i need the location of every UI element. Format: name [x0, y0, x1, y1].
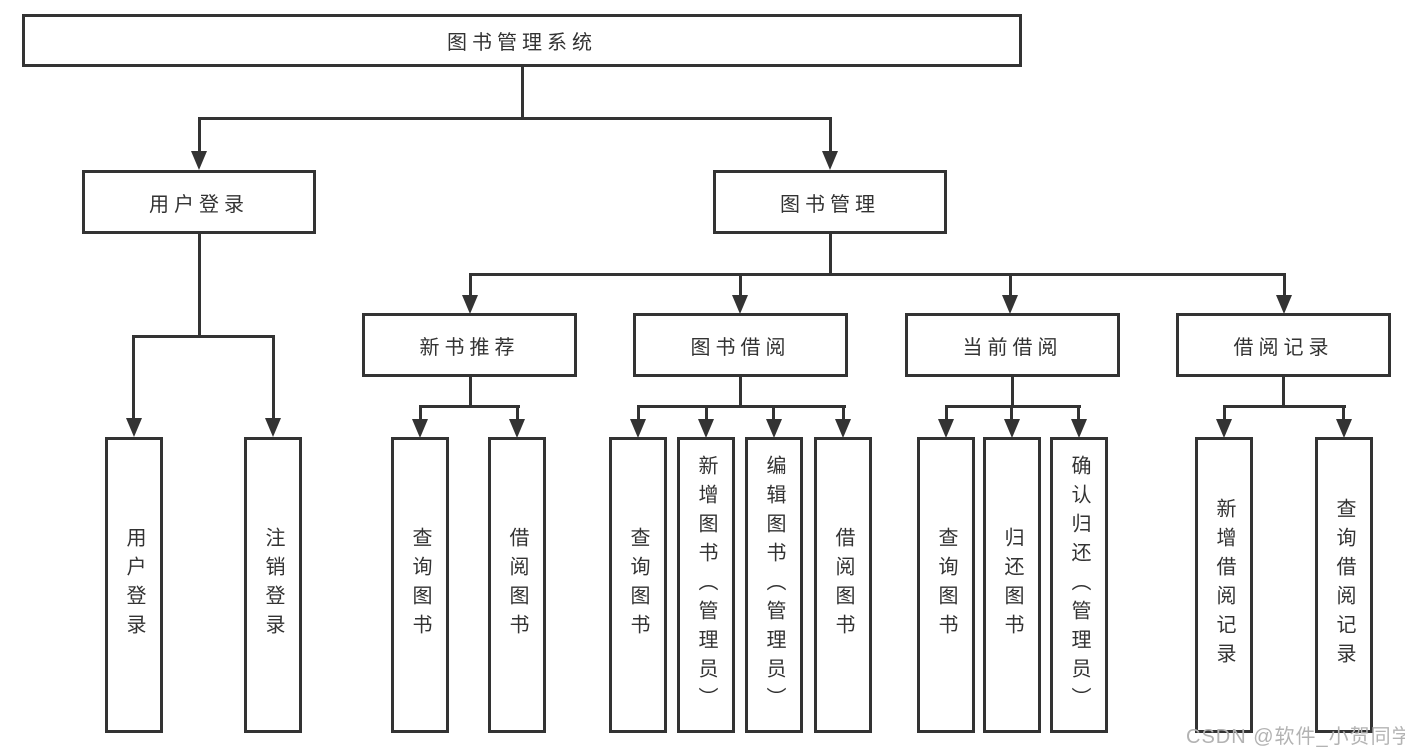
connector	[829, 117, 832, 153]
arrow-down-icon	[265, 418, 281, 437]
connector	[842, 405, 845, 421]
connector	[1077, 405, 1080, 421]
leaf-confirm-return-admin: 确认归还（管理员）	[1050, 437, 1108, 733]
connector	[1283, 273, 1286, 298]
connector	[829, 234, 832, 276]
arrow-down-icon	[732, 295, 748, 314]
connector	[419, 405, 520, 408]
connector	[739, 273, 742, 298]
leaf-add-books-admin: 新增图书（管理员）	[677, 437, 735, 733]
connector	[1342, 405, 1345, 421]
node-library-management-system: 图书管理系统	[22, 14, 1022, 67]
node-current-borrowing: 当前借阅	[905, 313, 1120, 377]
arrow-down-icon	[1216, 419, 1232, 438]
arrow-down-icon	[835, 419, 851, 438]
node-book-borrowing: 图书借阅	[633, 313, 848, 377]
arrow-down-icon	[1336, 419, 1352, 438]
leaf-query-borrow-record: 查询借阅记录	[1315, 437, 1373, 733]
connector	[516, 405, 519, 421]
connector	[1011, 377, 1014, 407]
arrow-down-icon	[509, 419, 525, 438]
arrow-down-icon	[1071, 419, 1087, 438]
node-book-management: 图书管理	[713, 170, 947, 234]
connector	[132, 335, 135, 420]
arrow-down-icon	[126, 418, 142, 437]
arrow-down-icon	[1004, 419, 1020, 438]
arrow-down-icon	[822, 151, 838, 170]
node-user-login: 用户登录	[82, 170, 316, 234]
connector	[419, 405, 422, 421]
csdn-watermark: CSDN @软件_小贺同学	[1186, 726, 1405, 747]
arrow-down-icon	[191, 151, 207, 170]
connector	[132, 335, 275, 338]
leaf-query-books-current: 查询图书	[917, 437, 975, 733]
leaf-edit-books-admin: 编辑图书（管理员）	[745, 437, 803, 733]
leaf-borrow-books: 借阅图书	[814, 437, 872, 733]
connector	[772, 405, 775, 421]
leaf-user-login: 用户登录	[105, 437, 163, 733]
connector	[945, 405, 948, 421]
connector	[1223, 405, 1346, 408]
connector	[705, 405, 708, 421]
leaf-query-books-borrow: 查询图书	[609, 437, 667, 733]
connector	[469, 273, 472, 298]
connector	[739, 377, 742, 407]
connector	[637, 405, 846, 408]
connector	[945, 405, 1081, 408]
arrow-down-icon	[412, 419, 428, 438]
arrow-down-icon	[630, 419, 646, 438]
arrow-down-icon	[462, 295, 478, 314]
connector	[469, 377, 472, 407]
node-new-book-recommendation: 新书推荐	[362, 313, 577, 377]
connector	[521, 67, 524, 119]
connector	[198, 117, 201, 153]
arrow-down-icon	[938, 419, 954, 438]
arrow-down-icon	[766, 419, 782, 438]
arrow-down-icon	[1276, 295, 1292, 314]
connector	[1223, 405, 1226, 421]
connector	[1282, 377, 1285, 407]
arrow-down-icon	[698, 419, 714, 438]
leaf-logout: 注销登录	[244, 437, 302, 733]
connector	[272, 335, 275, 420]
node-borrowing-records: 借阅记录	[1176, 313, 1391, 377]
connector	[198, 234, 201, 337]
leaf-return-books: 归还图书	[983, 437, 1041, 733]
leaf-borrow-books-recommend: 借阅图书	[488, 437, 546, 733]
connector	[1010, 405, 1013, 421]
connector	[1009, 273, 1012, 298]
leaf-query-books-recommend: 查询图书	[391, 437, 449, 733]
leaf-add-borrow-record: 新增借阅记录	[1195, 437, 1253, 733]
connector	[637, 405, 640, 421]
connector	[198, 117, 832, 120]
arrow-down-icon	[1002, 295, 1018, 314]
connector	[469, 273, 1286, 276]
